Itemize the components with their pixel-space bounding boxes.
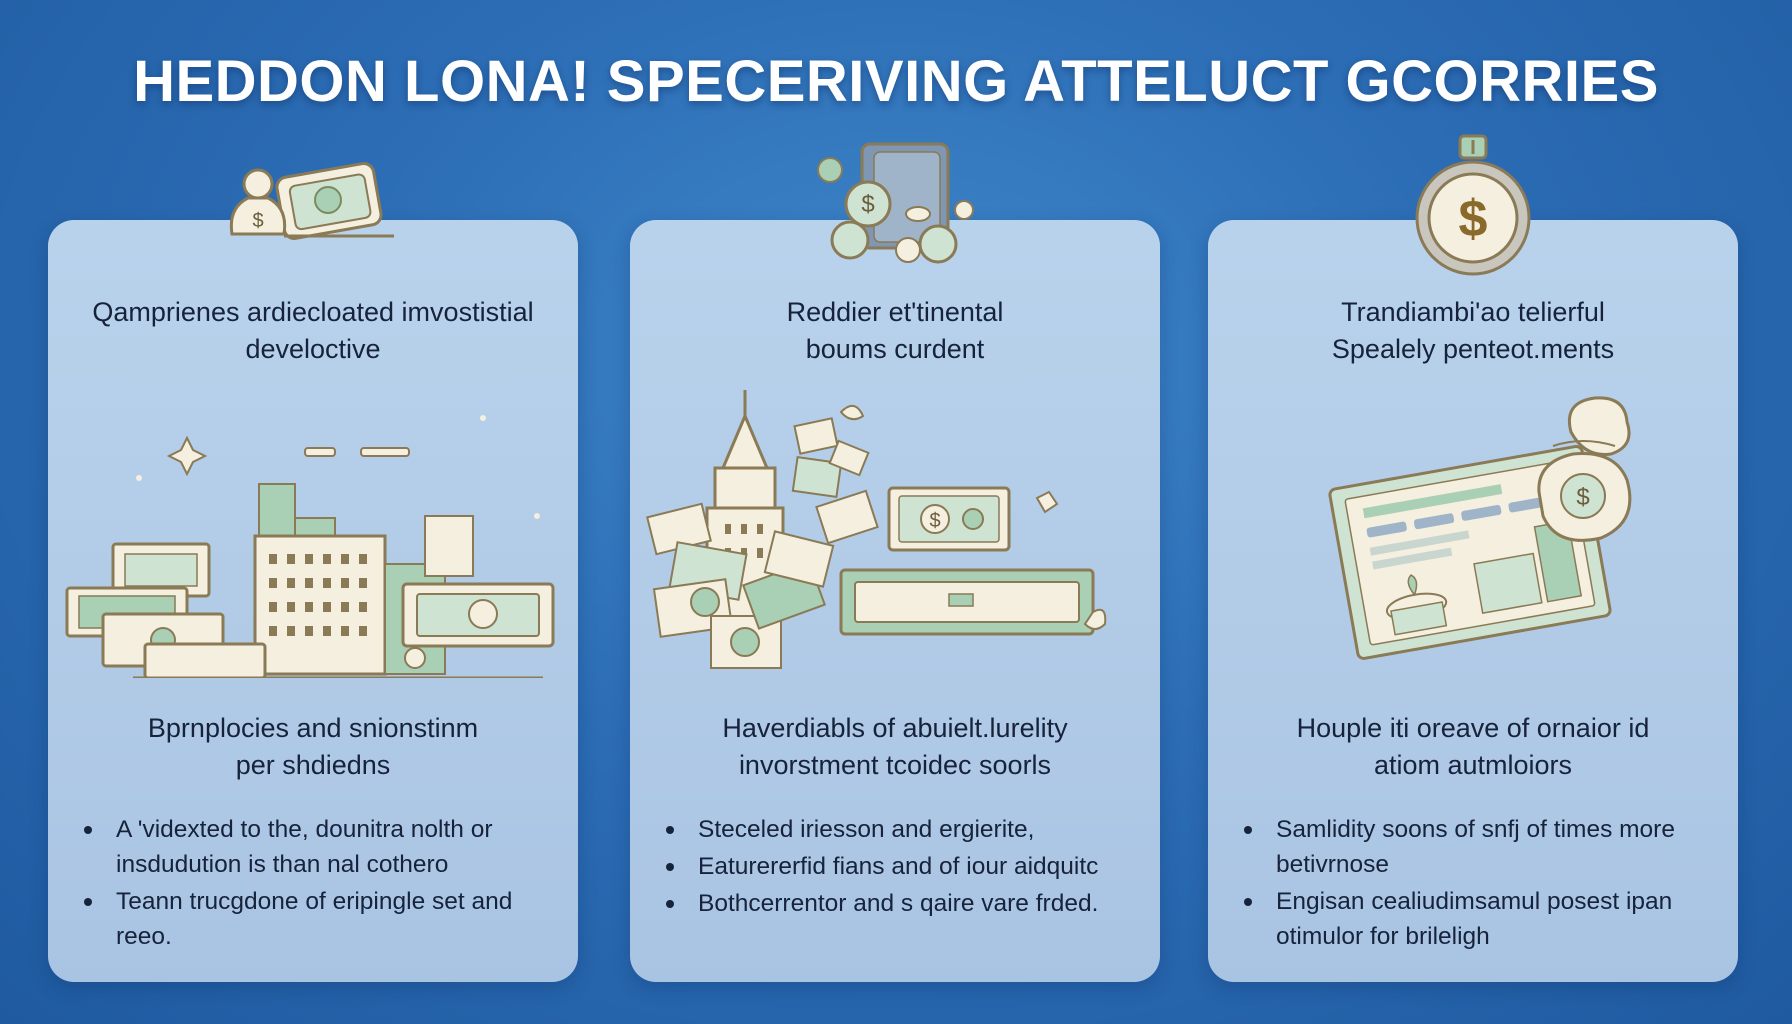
dollar-glyph: $	[252, 210, 263, 232]
card-heading: Haverdiabls of abuielt.lurelity invorstm…	[650, 710, 1140, 784]
city-skyline-with-banknotes-illustration	[65, 415, 555, 678]
card-heading: Bprnplocies and snionstinm per shdiedns	[68, 710, 558, 784]
bullet-item: Bothcerrentor and s qaire vare frded.	[660, 886, 1130, 921]
bullet-item: Engisan cealiudimsamul posest ipan otimu…	[1238, 884, 1708, 954]
dashboard-tablet-with-money-bag-illustration: $	[1328, 396, 1632, 660]
bullet-item: Steceled iriesson and ergierite,	[660, 812, 1130, 847]
card-subtitle-line: boums curdent	[805, 334, 985, 364]
card-heading: Houple iti oreave of ornaior id atiom au…	[1228, 710, 1718, 784]
dollar-glyph: $	[1459, 190, 1488, 248]
page-title: HEDDON LONA! SPECERIVING ATTELUCT GCORRI…	[133, 49, 1659, 114]
bullet-list: Samlidity soons of snfj of times more be…	[1238, 812, 1708, 956]
card-subtitle: Reddier et'tinental boums curdent	[650, 294, 1140, 368]
tower-with-flying-banknotes-illustration: $	[646, 390, 1107, 669]
category-card-3: $ Trandiambi'ao telierful Spealely pente…	[1208, 134, 1738, 982]
bullet-list: A 'videxted to the, dounitra nolth or in…	[78, 812, 548, 956]
card-heading-line: Houple iti oreave of ornaior id	[1296, 713, 1650, 743]
category-card-1: $ Qamprienes ardiecloated imvostistial d…	[48, 162, 578, 982]
card-subtitle: Trandiambi'ao telierful Spealely penteot…	[1228, 294, 1718, 368]
card-subtitle: Qamprienes ardiecloated imvostistial dev…	[68, 294, 558, 368]
card-heading-line: Haverdiabls of abuielt.lurelity	[722, 713, 1068, 743]
card-subtitle-line: Trandiambi'ao telierful	[1341, 297, 1605, 327]
bullet-item: Teann trucgdone of eripingle set and ree…	[78, 884, 548, 954]
card-heading-line: invorstment tcoidec soorls	[738, 750, 1052, 780]
money-bag-and-banknote-icon: $	[229, 162, 394, 240]
coins-and-cards-icon: $	[817, 142, 974, 264]
card-heading-line: Bprnplocies and snionstinm	[147, 713, 479, 743]
card-subtitle-line: Qamprienes ardiecloated imvostistial	[92, 297, 534, 327]
card-subtitle-line: Reddier et'tinental	[786, 297, 1004, 327]
bullet-item: A 'videxted to the, dounitra nolth or in…	[78, 812, 548, 882]
dollar-glyph: $	[929, 510, 940, 532]
dollar-glyph: $	[1576, 484, 1589, 511]
bullet-item: Samlidity soons of snfj of times more be…	[1238, 812, 1708, 882]
card-heading-line: atiom autmloiors	[1373, 750, 1573, 780]
card-subtitle-line: develoctive	[245, 334, 381, 364]
bullet-item: Eaturererfid fians and of iour aidquitc	[660, 849, 1130, 884]
dollar-glyph: $	[861, 191, 874, 218]
category-card-2: $ Reddier et'tinental boums curdent	[630, 142, 1160, 982]
bullet-list: Steceled iriesson and ergierite, Eaturer…	[660, 812, 1130, 923]
card-heading-line: per shdiedns	[235, 750, 391, 780]
card-subtitle-line: Spealely penteot.ments	[1331, 334, 1615, 364]
dollar-coin-stopwatch-icon: $	[1415, 134, 1531, 276]
